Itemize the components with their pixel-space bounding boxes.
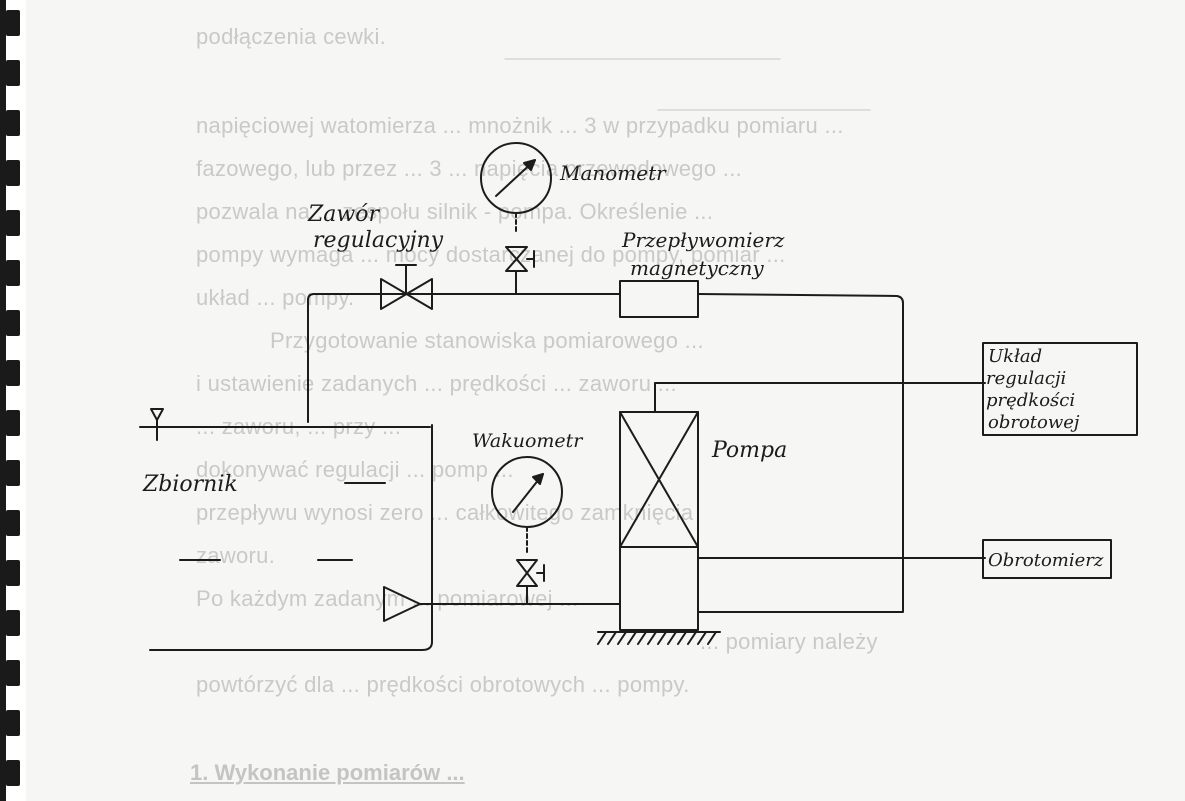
- background-text-line: powtórzyć dla ... prędkości obrotowych .…: [196, 672, 690, 697]
- discharge-pipe-left: [307, 293, 621, 423]
- vacuum-gauge: [491, 456, 563, 528]
- label-regulacji: regulacji: [986, 368, 1066, 389]
- label-obrotowej: obrotowej: [988, 412, 1080, 433]
- background-text-line: ... pomiary należy: [700, 629, 878, 654]
- regulating-valve: [380, 278, 433, 310]
- label-zbiornik: Zbiornik: [142, 472, 238, 497]
- background-text-line: Po każdym zadanym ... pomiarowej ...: [196, 586, 579, 611]
- pump-impeller: [619, 411, 699, 548]
- magnetic-flowmeter: [619, 280, 699, 318]
- discharge-pipe-right: [697, 293, 904, 613]
- tank-outline: [149, 424, 433, 651]
- background-text-line: napięciowej watomierza ... mnożnik ... 3…: [196, 113, 844, 138]
- background-text-line: zaworu.: [196, 543, 276, 568]
- suction-intake: [383, 586, 421, 622]
- vacuum-valve: [516, 559, 538, 587]
- pump-body: [619, 411, 699, 631]
- label-regulacyjny: regulacyjny: [313, 228, 444, 253]
- background-text-line: podłączenia cewki.: [196, 24, 387, 49]
- binder-marks: [0, 0, 20, 801]
- label-obrotomierz: Obrotomierz: [988, 550, 1104, 571]
- tachometer-box: [982, 539, 1112, 579]
- background-text-line: i ustawienie zadanych ... prędkości ... …: [196, 371, 677, 396]
- background-text-line: dokonywać regulacji ... pomp ...: [196, 457, 514, 482]
- background-text-line: pozwala na ... zespołu silnik - pompa. O…: [196, 199, 714, 224]
- manometer-valve: [505, 246, 528, 272]
- background-text-line: przepływu wynosi zero ... całkowitego za…: [196, 500, 694, 525]
- background-heading: 1. Wykonanie pomiarów ...: [190, 760, 465, 785]
- background-text-line: fazowego, lub przez ... 3 ... napięcia p…: [196, 156, 743, 181]
- label-uklad: Układ: [988, 346, 1042, 367]
- background-text-line: układ ... pompy.: [196, 285, 355, 310]
- label-wakuometr: Wakuometr: [472, 430, 584, 452]
- speed-control-box: [982, 342, 1138, 436]
- background-text-line: pompy wymaga ... mocy dostarczanej do po…: [196, 242, 786, 267]
- label-pompa: Pompa: [711, 438, 787, 463]
- water-level-marker: [150, 408, 164, 421]
- background-text-line: Przygotowanie stanowiska pomiarowego ...: [270, 328, 704, 353]
- label-manometr: Manometr: [559, 161, 667, 185]
- label-zawor: Zawór: [307, 202, 380, 227]
- label-magnetyczny: magnetyczny: [630, 256, 764, 280]
- label-przeplywomierz: Przepływomierz: [621, 228, 785, 252]
- label-predkosci: prędkości: [986, 390, 1075, 411]
